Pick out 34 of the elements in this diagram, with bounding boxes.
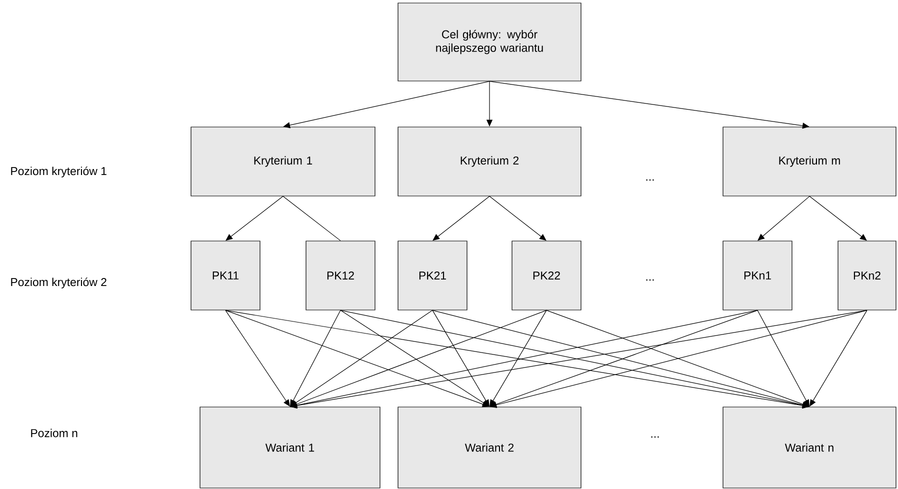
arrow <box>283 81 490 128</box>
arrow <box>225 310 490 408</box>
arrow <box>490 310 868 408</box>
arrow <box>489 81 810 129</box>
process-box: Wariant 2 <box>398 406 582 488</box>
level-label: ... <box>646 179 654 181</box>
process-box: Cel główny: wybór najlepszego wariantu <box>398 2 582 82</box>
process-box: Wariant 1 <box>200 406 380 488</box>
arrow <box>290 310 758 408</box>
arrow <box>340 310 490 407</box>
arrow <box>290 310 547 408</box>
level-label: ... <box>651 436 659 438</box>
arrow <box>489 196 546 241</box>
level-label: ... <box>646 279 654 281</box>
level-label: Poziom kryteriów 2 <box>11 278 106 288</box>
process-box: PK12 <box>306 240 376 310</box>
arrow <box>226 196 284 241</box>
arrow <box>490 310 758 408</box>
process-box: PK22 <box>512 240 582 310</box>
process-box: Wariant n <box>722 406 896 488</box>
arrow <box>290 310 868 409</box>
process-box: Kryterium 1 <box>190 126 376 196</box>
arrow <box>340 310 810 408</box>
level-label: Poziom kryteriów 1 <box>11 166 106 178</box>
process-box: PKn2 <box>838 240 896 310</box>
level-label: Poziom n <box>31 428 78 438</box>
process-box: PK21 <box>398 240 468 310</box>
process-box: Kryterium 2 <box>398 126 582 196</box>
process-box: Kryterium m <box>722 126 896 196</box>
arrow <box>432 196 490 241</box>
process-box: PKn1 <box>722 240 792 310</box>
process-box: PK11 <box>190 240 260 310</box>
arrow <box>546 310 810 408</box>
arrow <box>809 196 867 241</box>
